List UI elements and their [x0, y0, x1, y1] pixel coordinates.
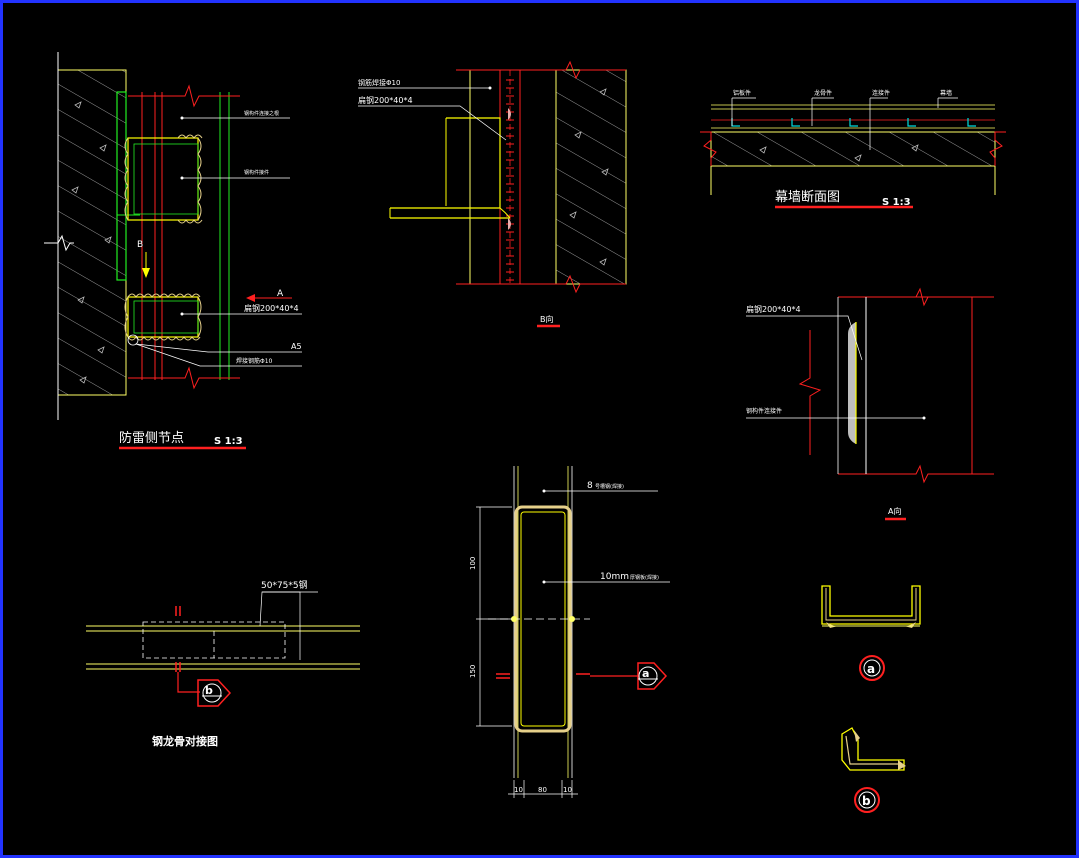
view4-title: A向 [888, 506, 901, 516]
label-mid: 钢构件接件 [244, 169, 269, 176]
view2-title: B向 [540, 314, 554, 324]
marker-b-text: b [205, 684, 213, 697]
label-top: 钢构件连接之根 [244, 110, 279, 117]
dim-w2: 80 [538, 786, 547, 794]
view-curtain-wall-section: 铝板件 龙骨件 连接件 幕墙 幕墙断面图 S 1:3 [700, 89, 1006, 209]
view-steel-keel-butt: 50*75*5钢 钢龙骨对接图 [86, 579, 360, 748]
cw-label-4: 幕墙 [940, 89, 952, 97]
cw-label-1: 铝板件 [733, 89, 751, 97]
cw-label-2: 龙骨件 [814, 89, 832, 97]
b-plate-label: 扁钢200*40*4 [358, 95, 413, 105]
view3-scale: S 1:3 [882, 197, 911, 208]
section-b-angle: b [841, 727, 906, 813]
keel-mid-num: 10mm [600, 572, 629, 582]
marker-a-text: a [642, 667, 649, 680]
view1-scale: S 1:3 [214, 436, 243, 447]
view-b-direction: 钢筋焊接Φ10 扁钢200*40*4 B向 [358, 60, 627, 328]
view-lightning-side-node: B A 钢构件连接之根 钢构件接件 扁钢200*40*4 A5 焊接钢筋Φ10 … [44, 52, 302, 450]
view-b-label: B [137, 240, 143, 250]
dim-top: 100 [469, 557, 477, 570]
cw-label-3: 连接件 [872, 89, 890, 97]
dim-w3: 10 [563, 786, 572, 794]
bolt-label: 焊接钢筋Φ10 [236, 357, 273, 365]
dim-bot: 150 [469, 665, 477, 678]
section-marker-b: b [197, 679, 232, 707]
keel-spec: 50*75*5钢 [261, 579, 308, 591]
dim-w1: 10 [514, 786, 523, 794]
a-plate-label: 扁钢200*40*4 [746, 304, 801, 314]
keel-mid-txt: 厚钢板(焊接) [630, 574, 659, 581]
section-b-label: b [862, 794, 871, 808]
b-label-top: 钢筋焊接Φ10 [358, 78, 400, 87]
keel-top-txt: 号槽钢(焊接) [595, 483, 624, 490]
view-keel-section: 100 150 10 80 10 8 号槽钢(焊接) 10mm 厚钢板(焊接) [469, 466, 670, 798]
section-marker-a: a [637, 662, 668, 690]
weld-label: A5 [291, 342, 302, 351]
section-a-channel: a [821, 585, 921, 681]
concrete-wall [57, 69, 127, 396]
plate-label: 扁钢200*40*4 [244, 303, 299, 313]
keel-top-num: 8 [587, 481, 593, 491]
view-a-direction: 扁钢200*40*4 钢构件连接件 A向 [746, 287, 994, 521]
view3-title: 幕墙断面图 [775, 190, 840, 205]
view1-title: 防雷侧节点 [119, 430, 184, 446]
view-a-label: A [277, 289, 284, 299]
a-label: 钢构件连接件 [746, 407, 782, 415]
section-a-label: a [867, 662, 875, 676]
view5-title: 钢龙骨对接图 [152, 734, 218, 748]
